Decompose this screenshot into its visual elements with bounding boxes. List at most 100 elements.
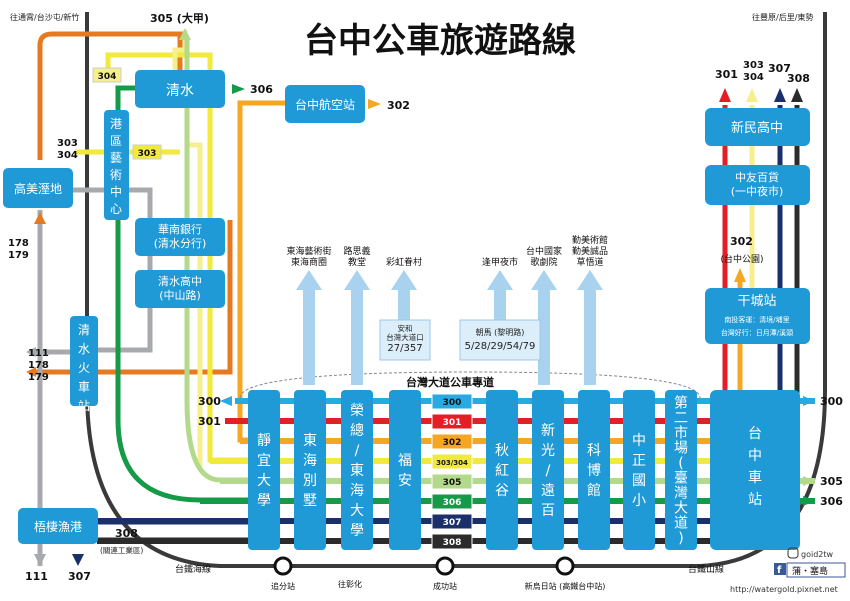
svg-text:f: f	[777, 565, 782, 576]
svg-text:高美溼地: 高美溼地	[14, 181, 62, 196]
corridor-stop-3[interactable]: 福安	[389, 390, 421, 550]
dest-arrow-opera	[531, 270, 557, 385]
station-chenggong	[435, 556, 455, 576]
label-111-bottom: 111	[25, 570, 48, 583]
art-center-char: 術	[110, 168, 122, 182]
dest-arrow-luce-chapel	[344, 270, 370, 385]
svg-text:朝馬 (黎明路)5/28/29/54/79: 朝馬 (黎明路)5/28/29/54/79	[465, 327, 536, 352]
svg-text:300: 300	[443, 398, 462, 408]
arrow-305-top	[179, 28, 191, 40]
destination-label: 勤美誠品	[572, 245, 608, 257]
label-303-304-left: 304	[57, 150, 78, 161]
corridor-stop-char: 東	[350, 463, 364, 479]
stop-gancheng[interactable]: 干城站 南投客運：清境/埔里 台灣好行：日月潭/溪頭	[705, 288, 810, 344]
dest-arrow-fengjia	[487, 270, 513, 320]
destination-label: 東海藝術街	[286, 245, 331, 257]
destination-label: 路思義	[343, 245, 370, 257]
corridor-stop-char: 場	[674, 441, 688, 457]
corridor-stop-char: 光	[541, 443, 555, 459]
arrow-308-right	[791, 88, 803, 102]
stop-xinmin[interactable]: 新民高中	[705, 108, 810, 146]
corridor-stop-char: 新	[541, 423, 555, 439]
stop-zhongyou[interactable]: 中友百貨(一中夜市)	[705, 165, 810, 205]
credits: goid2tw f 蒲・塞島 http://watergold.pixnet.n…	[730, 547, 846, 594]
svg-text:清水: 清水	[166, 83, 194, 99]
corridor-stop-char: 榮	[350, 403, 364, 419]
label-308-left: 308	[115, 527, 138, 540]
railway-lines	[85, 12, 827, 568]
stop-qingshui-high[interactable]: 清水高中(中山路)	[135, 270, 225, 308]
label-305-top: 305 (大甲)	[150, 11, 209, 25]
station-zhuifen	[273, 556, 293, 576]
destination-label: 草悟道	[576, 256, 603, 268]
taichung-station-char: 車	[748, 469, 762, 486]
map-title: 台中公車旅遊路線	[304, 21, 576, 61]
route-green-line	[115, 85, 248, 503]
stop-airport[interactable]: 台中航空站	[285, 85, 365, 123]
boulevard-label: 台灣大道公車專道	[406, 375, 494, 389]
arrow-178-gaomei	[34, 212, 46, 224]
stop-qingshui[interactable]: 清水	[135, 70, 225, 108]
art-center-char: 心	[110, 202, 122, 216]
route-badge-307: 307	[431, 513, 473, 530]
svg-text:303: 303	[138, 149, 157, 159]
corridor-stop-char: 館	[587, 482, 601, 499]
arrow-302-airport	[368, 99, 381, 109]
to-changhua-label: 往彰化	[338, 579, 362, 589]
qingshui-station-char: 清	[78, 323, 90, 337]
corridor-stop-char: 正	[632, 453, 646, 469]
corridor-stop-char: 大	[350, 503, 364, 519]
mountain-line-label: 台鐵山線	[688, 563, 724, 575]
svg-text:華南銀行(清水分行): 華南銀行(清水分行)	[154, 222, 207, 250]
destination-label: 教堂	[348, 256, 366, 268]
stop-wuqi-port[interactable]: 梧棲漁港	[18, 508, 98, 544]
station-xinwuri	[555, 556, 575, 576]
corridor-stop-char: 大	[674, 501, 688, 517]
coast-line-label: 台鐵海線	[175, 563, 211, 575]
label-178-179: 178	[8, 238, 29, 249]
badge-303-left: 303	[132, 144, 162, 160]
stop-gaomei[interactable]: 高美溼地	[3, 168, 73, 208]
label-302-right: 302	[730, 235, 753, 248]
svg-text:308: 308	[443, 538, 462, 548]
label-178-179: 179	[8, 250, 29, 261]
label-111-178-179: 111	[28, 348, 49, 359]
corridor-stop-char: 學	[257, 493, 271, 509]
corridor-stop-4[interactable]: 秋紅谷	[486, 390, 518, 550]
corridor-stop-5[interactable]: 新光/遠百	[532, 390, 564, 550]
transfer-anhe-line2: 台灣大道口	[386, 332, 424, 342]
route-right-verticals	[722, 105, 800, 395]
label-301-right: 301	[715, 68, 738, 81]
svg-text:305: 305	[443, 478, 462, 488]
label-111-178-179: 179	[28, 372, 49, 383]
destination-label: 東海商圈	[291, 256, 327, 268]
corridor-stop-char: 臺	[674, 471, 688, 487]
arrow-303-304-right	[746, 88, 758, 102]
svg-text:303/304: 303/304	[436, 459, 468, 467]
corridor-stop-char: 秋	[495, 443, 509, 459]
art-center-char: 中	[110, 184, 122, 199]
corridor-stop-char: (	[678, 456, 683, 472]
svg-text:306: 306	[443, 498, 462, 508]
destination-label: 歌劇院	[530, 256, 557, 268]
corridor-stop-6[interactable]: 科博館	[578, 390, 610, 550]
label-111-178-179: 178	[28, 360, 49, 371]
corridor-stop-char: 博	[587, 462, 601, 479]
arrow-305-right	[803, 476, 815, 486]
corridor-stop-char: 大	[257, 473, 271, 489]
arrow-306-right	[803, 496, 815, 506]
badge-304-left: 304	[92, 67, 122, 83]
corridor-stop-char: 灣	[674, 486, 688, 502]
label-305-right: 305	[820, 475, 843, 488]
art-center-char: 區	[110, 134, 122, 148]
arrow-300-right	[803, 396, 815, 406]
stop-huanan-bank[interactable]: 華南銀行(清水分行)	[135, 218, 225, 256]
